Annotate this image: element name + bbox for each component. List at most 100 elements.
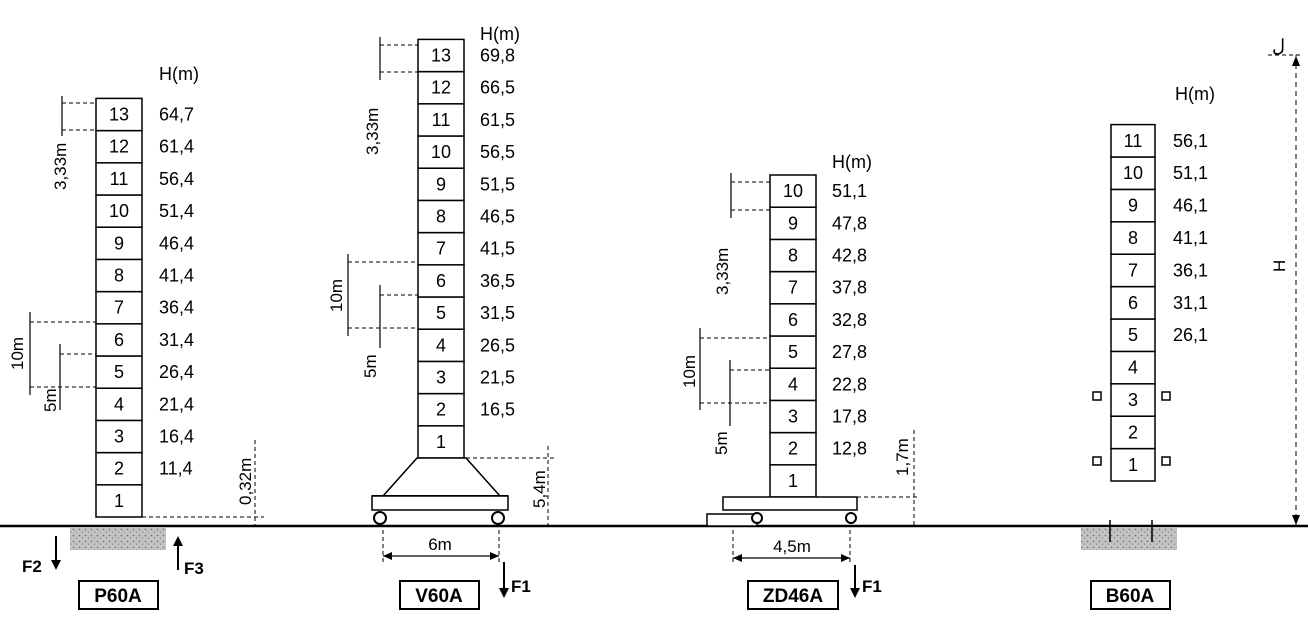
mast-section: [1110, 188, 1156, 223]
mast-section: [1110, 221, 1156, 255]
section-number: 13: [431, 46, 451, 66]
section-number: 5: [114, 362, 124, 382]
dim-mast-v60a: 3,33m: [363, 108, 382, 155]
height-value: 56,5: [480, 142, 515, 162]
height-value: 66,5: [480, 78, 515, 98]
anchor-point: [1092, 456, 1102, 466]
mast-section: [769, 431, 817, 466]
force-down-p60a: F2: [22, 557, 42, 576]
height-axis-label: H: [1270, 260, 1289, 272]
height-header-v60a: H(m): [480, 24, 520, 44]
height-value: 61,5: [480, 110, 515, 130]
section-number: 1: [114, 491, 124, 511]
mast-section: [95, 484, 143, 518]
mast-section: [95, 226, 143, 261]
force-down-v60a: F1: [511, 577, 531, 596]
mast-section: [769, 238, 817, 273]
mast-section: [417, 328, 465, 363]
height-value: 31,1: [1173, 293, 1208, 313]
height-value: 51,5: [480, 174, 515, 194]
mast-section: [95, 194, 143, 228]
height-value: 51,1: [1173, 163, 1208, 183]
mast-section: [769, 303, 817, 337]
section-number: 8: [1128, 228, 1138, 248]
section-number: 6: [788, 310, 798, 330]
mast-section: [1110, 156, 1156, 191]
height-value: 41,5: [480, 239, 515, 259]
tower-name-b60a: B60A: [1106, 586, 1155, 607]
section-number: 9: [1128, 196, 1138, 216]
dim-base-height-zd46a: 1,7m: [893, 438, 912, 476]
height-value: 16,5: [480, 400, 515, 420]
section-number: 11: [432, 110, 451, 130]
section-number: 3: [114, 427, 124, 447]
section-number: 9: [114, 233, 124, 253]
height-value: 36,5: [480, 271, 515, 291]
height-value: 47,8: [832, 213, 867, 233]
section-number: 3: [1128, 390, 1138, 410]
section-number: 10: [1123, 163, 1143, 183]
section-number: 7: [1128, 260, 1138, 280]
dim-base-width-v60a: 6m: [428, 535, 452, 554]
dim-10m-v60a: 10m: [327, 279, 346, 312]
height-value: 17,8: [832, 407, 867, 427]
height-value: 32,8: [832, 310, 867, 330]
dim-10m-zd46a: 10m: [680, 355, 699, 388]
height-value: 69,8: [480, 46, 515, 66]
heights-b60a: 26,131,136,141,146,151,156,1: [1173, 131, 1208, 345]
height-value: 56,1: [1173, 131, 1208, 151]
section-number: 2: [436, 400, 446, 420]
section-number: 4: [436, 335, 446, 355]
mast-section: [1110, 253, 1156, 288]
mast-section: [417, 135, 465, 169]
section-number: 4: [1128, 358, 1138, 378]
section-number: 2: [788, 439, 798, 459]
height-value: 27,8: [832, 342, 867, 362]
dim-5m-zd46a: 5m: [712, 431, 731, 455]
section-number: 3: [436, 368, 446, 388]
height-value: 41,1: [1173, 228, 1208, 248]
height-value: 21,5: [480, 368, 515, 388]
dim-5m-v60a: 5m: [361, 354, 380, 378]
section-number: 2: [114, 459, 124, 479]
height-value: 42,8: [832, 246, 867, 266]
mast-section: [95, 129, 143, 164]
foundation-b60a: [1081, 528, 1177, 550]
section-number: 9: [788, 213, 798, 233]
mast-section: [769, 399, 817, 434]
section-number: 13: [109, 105, 129, 125]
height-value: 31,4: [159, 330, 194, 350]
section-number: 2: [1128, 422, 1138, 442]
height-value: 56,4: [159, 169, 194, 189]
section-number: 6: [1128, 293, 1138, 313]
mast-section: [769, 206, 817, 241]
section-number: 9: [436, 174, 446, 194]
height-value: 11,4: [159, 459, 193, 479]
height-value: 51,1: [832, 181, 867, 201]
height-value: 36,1: [1173, 260, 1208, 280]
mast-section: [417, 70, 465, 105]
heights-v60a: 16,521,526,531,536,541,546,551,556,561,5…: [480, 46, 515, 420]
mast-section: [1110, 123, 1156, 158]
height-value: 64,7: [159, 105, 194, 125]
mast-section: [1110, 383, 1156, 417]
mast-section: [417, 38, 465, 73]
section-number: 10: [109, 201, 129, 221]
section-number: 11: [1124, 131, 1143, 151]
heights-p60a: 11,416,421,426,431,436,441,446,451,456,4…: [159, 105, 194, 479]
height-value: 16,4: [159, 427, 194, 447]
dim-base-height-v60a: 5,4m: [530, 470, 549, 508]
section-number: 8: [788, 246, 798, 266]
section-number: 12: [431, 78, 451, 98]
mast-section: [1110, 285, 1156, 320]
section-number: 10: [431, 142, 451, 162]
section-number: 8: [436, 207, 446, 227]
section-number: 12: [109, 137, 129, 157]
section-number: 7: [114, 298, 124, 318]
